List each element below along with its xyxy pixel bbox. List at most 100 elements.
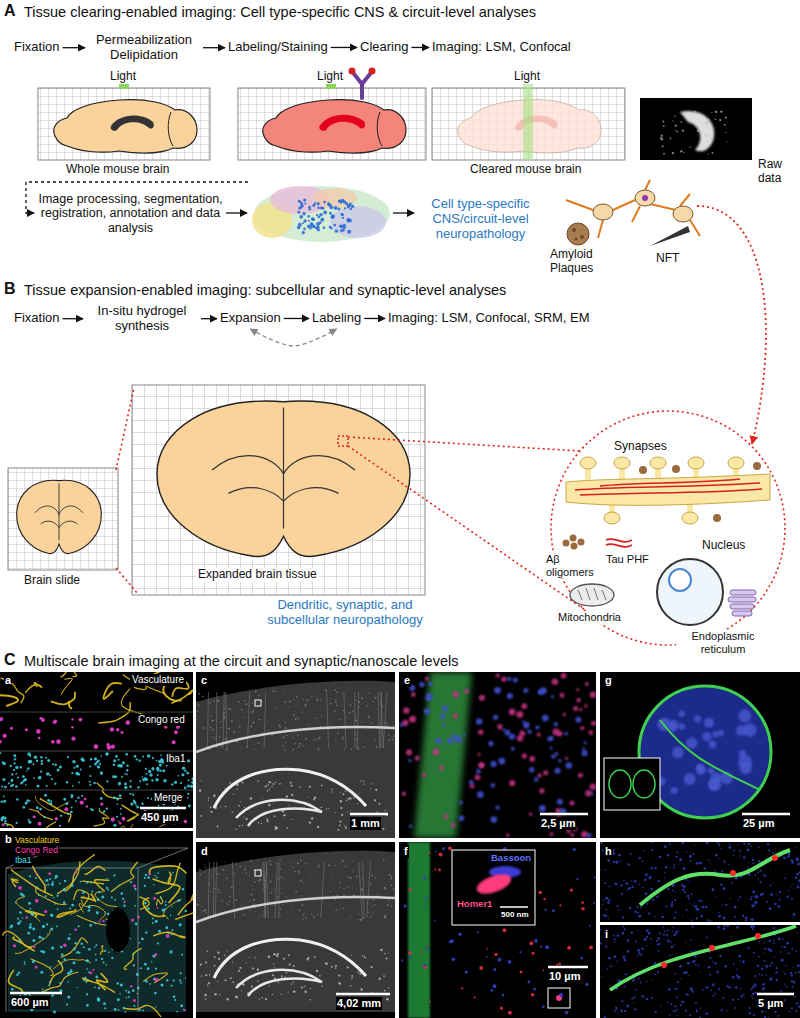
micrograph-texture (71, 726, 74, 729)
micrograph-texture (304, 807, 305, 808)
micrograph-texture (258, 802, 260, 804)
micrograph-texture (100, 771, 103, 774)
micrograph-texture (321, 986, 322, 987)
micrograph-texture (394, 894, 395, 895)
micrograph-texture (74, 879, 76, 881)
micrograph-texture (106, 752, 109, 755)
micrograph-texture (61, 938, 88, 958)
micrograph-texture (29, 923, 31, 925)
micrograph-texture (31, 913, 34, 916)
micrograph-texture (252, 899, 254, 901)
micrograph-texture (293, 965, 295, 967)
micrograph-texture (217, 690, 219, 692)
micrograph-texture (38, 737, 41, 740)
micrograph-texture (271, 892, 273, 894)
micrograph-texture (54, 903, 56, 905)
micrograph-texture (534, 777, 539, 782)
micrograph-texture (363, 784, 364, 785)
micrograph-texture (238, 970, 240, 972)
micrograph-texture (312, 735, 314, 737)
micrograph-texture (120, 813, 122, 815)
micrograph-texture (2, 734, 6, 738)
micrograph-texture (81, 893, 95, 901)
micrograph-texture (264, 692, 266, 748)
micrograph-texture (557, 799, 563, 805)
micrograph-texture (319, 737, 321, 739)
micrograph-texture (501, 676, 506, 681)
micrograph-texture (365, 729, 367, 731)
micrograph-texture (374, 904, 375, 905)
micrograph-texture (334, 710, 336, 712)
micrograph-texture (476, 769, 481, 774)
micrograph-texture (187, 793, 189, 795)
micrograph-texture (142, 756, 144, 758)
micrograph-texture (145, 931, 147, 933)
expanded-tissue (157, 401, 410, 556)
dendrite-illustration (753, 462, 761, 470)
micrograph-texture (281, 994, 282, 995)
micrograph-texture (10, 780, 13, 783)
micrograph-texture (136, 806, 139, 809)
micrograph-texture (340, 807, 342, 809)
registered-brain-3d (300, 204, 304, 208)
raw-data-image (676, 131, 678, 133)
micrograph-texture (190, 785, 193, 788)
micrograph-texture (274, 904, 276, 906)
micrograph-texture (402, 792, 406, 796)
micrograph-texture (114, 775, 117, 778)
registered-brain-3d (302, 231, 305, 234)
micrograph-texture (120, 892, 123, 895)
micrograph-texture (156, 760, 158, 762)
image-panel (0, 672, 800, 1018)
micrograph-texture (255, 910, 257, 912)
micrograph-texture (355, 717, 356, 718)
micrograph-texture (219, 891, 221, 893)
micrograph-texture (583, 741, 586, 744)
micrograph-texture (535, 725, 539, 729)
micrograph-texture (103, 810, 105, 812)
micrograph-texture (108, 951, 110, 953)
micrograph-texture (278, 862, 279, 918)
micrograph-texture (589, 925, 591, 927)
micrograph-texture (106, 908, 130, 952)
micrograph-texture (282, 745, 283, 746)
micrograph-texture (103, 1002, 106, 1005)
micrograph-texture (44, 794, 47, 797)
micrograph-texture (269, 789, 270, 790)
micrograph-texture (353, 797, 355, 799)
micrograph-texture (215, 862, 217, 918)
micrograph-texture (10, 927, 12, 929)
micrograph-texture (559, 962, 561, 964)
micrograph-texture (529, 756, 535, 762)
micrograph-texture (232, 981, 234, 983)
micrograph-texture (316, 970, 318, 972)
micrograph-texture (240, 801, 241, 802)
micrograph-texture (249, 957, 250, 958)
micrograph-texture (152, 918, 154, 920)
micrograph-texture (275, 708, 276, 709)
raw-data-image (680, 121, 682, 123)
micrograph-texture (232, 961, 233, 962)
micrograph-texture (752, 859, 754, 861)
raw-data-image (661, 135, 663, 137)
micrograph-texture (768, 849, 770, 851)
micrograph-texture (181, 954, 183, 956)
micrograph-texture (361, 722, 362, 723)
micrograph-texture (434, 868, 436, 870)
micrograph-texture (240, 725, 241, 726)
micrograph-texture (513, 677, 518, 682)
micrograph-texture (716, 842, 718, 844)
micrograph-texture (120, 983, 123, 986)
micrograph-texture (532, 952, 535, 955)
micrograph-texture (376, 707, 378, 709)
raw-data-image (640, 98, 752, 160)
micrograph-texture (200, 815, 202, 817)
micrograph-texture (171, 906, 172, 907)
micrograph-texture (121, 776, 123, 778)
micrograph-texture (8, 861, 186, 1012)
micrograph-texture (199, 869, 201, 871)
micrograph-texture (214, 939, 366, 978)
micrograph-texture (84, 798, 87, 801)
micrograph-texture (401, 959, 403, 961)
micrograph-texture (143, 973, 167, 983)
